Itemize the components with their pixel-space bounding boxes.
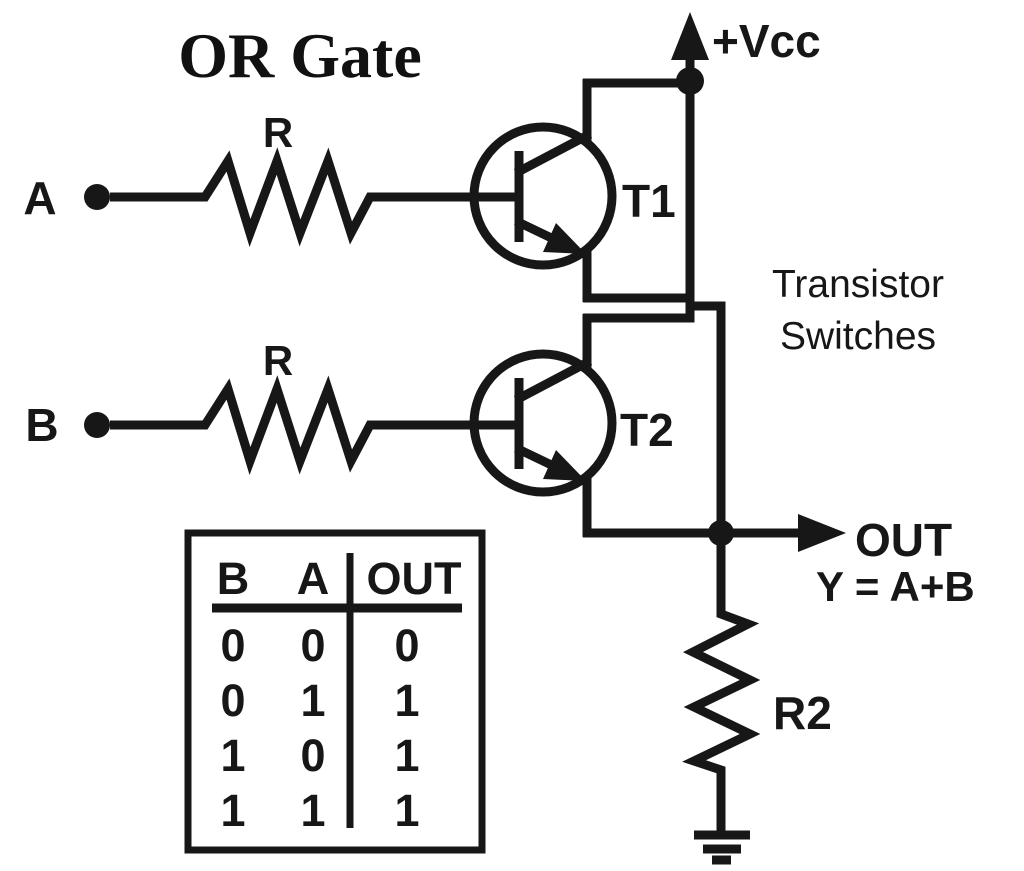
tt-r4-b: 1 bbox=[220, 785, 245, 836]
tt-r1-a: 0 bbox=[300, 620, 325, 671]
t1-emitter-arrowhead bbox=[543, 223, 586, 254]
input-b-resistor-wire bbox=[110, 375, 516, 475]
t2-emitter-arrowhead bbox=[543, 450, 586, 481]
transistor-t2-symbol bbox=[513, 357, 593, 481]
r2-to-ground bbox=[682, 533, 761, 865]
tt-r1-out: 0 bbox=[394, 620, 419, 671]
transistor-t2-label: T2 bbox=[620, 404, 674, 456]
truth-table-row: 1 0 1 bbox=[220, 730, 419, 781]
vcc-vertical-wire bbox=[583, 46, 695, 323]
input-a-terminal-dot bbox=[84, 184, 110, 210]
truth-table-border bbox=[184, 529, 486, 854]
vcc-label: +Vcc bbox=[712, 15, 821, 67]
truth-table: B A OUT 0 0 0 0 1 1 1 0 1 1 1 1 bbox=[184, 529, 486, 854]
truth-table-header-b: B bbox=[217, 553, 250, 604]
annotation-switches: Switches bbox=[780, 315, 936, 358]
vcc-rail bbox=[583, 12, 709, 323]
tt-r2-a: 1 bbox=[300, 675, 325, 726]
input-a-resistor-wire bbox=[110, 147, 516, 247]
input-a-label: A bbox=[23, 172, 56, 224]
t2-collector-lead bbox=[513, 357, 593, 404]
vcc-junction-dot bbox=[676, 67, 704, 95]
truth-table-row: 1 1 1 bbox=[220, 785, 419, 836]
t1-collector-lead bbox=[513, 130, 593, 177]
input-b-terminal-dot bbox=[84, 412, 110, 438]
out-arrowhead bbox=[798, 514, 846, 552]
truth-table-header-a: A bbox=[297, 553, 330, 604]
out-equation-label: Y = A+B bbox=[816, 563, 975, 610]
page-title: OR Gate bbox=[178, 20, 422, 91]
t1-emitter-jog-to-out bbox=[688, 301, 726, 533]
vcc-arrowhead bbox=[671, 12, 709, 60]
ground-symbol bbox=[694, 830, 750, 865]
truth-table-row: 0 0 0 bbox=[220, 620, 419, 671]
tt-r3-a: 0 bbox=[300, 730, 325, 781]
tt-r1-b: 0 bbox=[220, 620, 245, 671]
tt-r2-out: 1 bbox=[394, 675, 419, 726]
resistor-a-label: R bbox=[263, 109, 293, 156]
tt-r2-b: 0 bbox=[220, 675, 245, 726]
truth-table-header-out: OUT bbox=[367, 553, 462, 604]
tt-r3-b: 1 bbox=[220, 730, 245, 781]
annotation-transistor: Transistor bbox=[772, 263, 944, 306]
tt-r4-a: 1 bbox=[300, 785, 325, 836]
input-a-line bbox=[84, 147, 516, 247]
tt-r3-out: 1 bbox=[394, 730, 419, 781]
tt-r4-out: 1 bbox=[394, 785, 419, 836]
r2-resistor-wire bbox=[682, 533, 761, 835]
truth-table-row: 0 1 1 bbox=[220, 675, 419, 726]
resistor-b-label: R bbox=[263, 337, 293, 384]
resistor-r2-label: R2 bbox=[773, 687, 832, 739]
transistor-t1-symbol bbox=[513, 130, 593, 254]
input-b-line bbox=[84, 375, 516, 475]
out-label: OUT bbox=[855, 514, 952, 566]
transistor-t1-label: T1 bbox=[622, 175, 676, 227]
input-b-label: B bbox=[25, 399, 58, 451]
